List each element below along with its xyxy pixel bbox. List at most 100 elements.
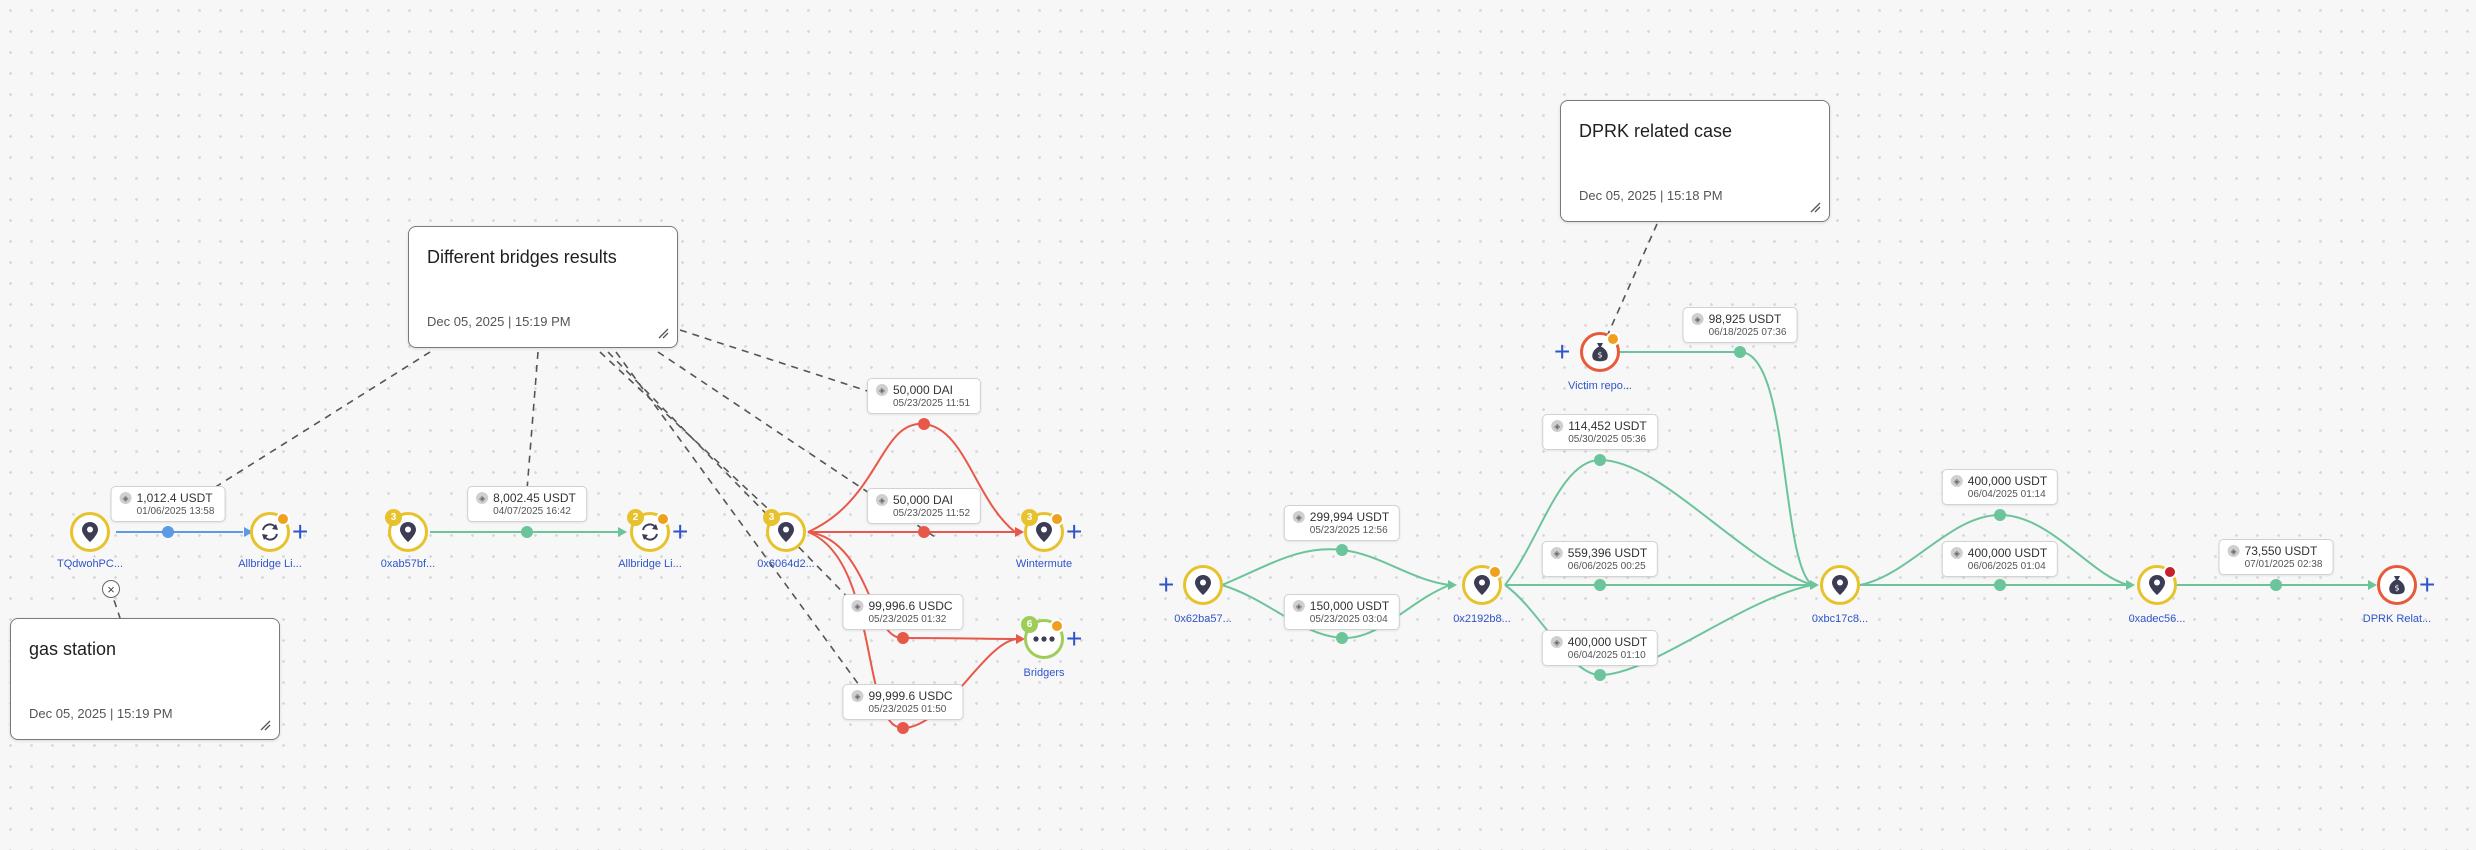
transfer-label[interactable]: ◈400,000 USDT 06/04/2025 01:10 — [1541, 630, 1659, 666]
close-icon[interactable]: × — [102, 580, 120, 598]
node-wintermute[interactable]: 3 — [1021, 509, 1064, 552]
transfer-label[interactable]: ◈8,002.45 USDT 04/07/2025 16:42 — [467, 486, 587, 522]
node-0xbc17c8[interactable] — [1820, 565, 1860, 605]
plus-icon[interactable]: + — [1158, 569, 1175, 600]
count-badge: 3 — [385, 509, 402, 526]
node-0x62ba57[interactable] — [1183, 565, 1223, 605]
transfer-date: 06/18/2025 07:36 — [1708, 327, 1787, 338]
transfer-date: 06/04/2025 01:14 — [1967, 489, 2046, 500]
resize-handle-icon[interactable] — [657, 327, 669, 339]
node-label[interactable]: 0x6064d2... — [757, 558, 815, 570]
node-label[interactable]: 0xadec56... — [2128, 613, 2186, 625]
note-date: Dec 05, 2025 | 15:19 PM — [29, 706, 173, 721]
node-allbridge-2[interactable]: 2 — [627, 509, 670, 552]
connector-bridges-6064b — [607, 351, 871, 621]
edge-dot — [1336, 544, 1348, 556]
node-tqdwoh[interactable] — [70, 512, 110, 552]
map-pin-icon — [778, 522, 794, 542]
node-label[interactable]: 0xbc17c8... — [1811, 613, 1869, 625]
token-coin-icon: ◈ — [1950, 475, 1963, 487]
transfer-amount: 50,000 DAI — [892, 383, 953, 397]
node-label[interactable]: Allbridge Li... — [238, 558, 302, 570]
plus-icon[interactable]: + — [1066, 516, 1083, 547]
node-label[interactable]: TQdwohPC... — [56, 558, 124, 570]
node-label[interactable]: Bridgers — [1023, 667, 1065, 679]
transfer-label[interactable]: ◈1,012.4 USDT 01/06/2025 13:58 — [110, 486, 226, 522]
edge-dot — [918, 418, 930, 430]
node-label[interactable]: Wintermute — [1015, 558, 1073, 570]
transfer-label[interactable]: ◈114,452 USDT 05/30/2025 05:36 — [1542, 414, 1658, 450]
node-label[interactable]: Victim repo... — [1568, 380, 1632, 392]
token-coin-icon: ◈ — [851, 600, 864, 612]
map-pin-icon — [2149, 575, 2165, 595]
node-label[interactable]: Allbridge Li... — [618, 558, 682, 570]
transfer-label[interactable]: ◈150,000 USDT 05/23/2025 03:04 — [1283, 594, 1401, 630]
arrow-head — [618, 527, 627, 537]
arrow-head — [1448, 580, 1457, 590]
edge-dot — [1594, 579, 1606, 591]
note-date: Dec 05, 2025 | 15:19 PM — [427, 314, 571, 329]
resize-handle-icon[interactable] — [259, 719, 271, 731]
node-0xadec56[interactable] — [2137, 565, 2177, 605]
node-label[interactable]: 0x2192b8... — [1453, 613, 1511, 625]
transfer-label[interactable]: ◈ 99,999.6 USDC 05/23/2025 01:50 — [842, 684, 964, 720]
token-coin-icon: ◈ — [1550, 547, 1563, 559]
transfer-label[interactable]: ◈ 400,000 USDT 06/04/2025 01:14 — [1941, 469, 2059, 505]
note-gas-station[interactable]: gas station Dec 05, 2025 | 15:19 PM — [10, 618, 280, 740]
transfer-label[interactable]: ◈299,994 USDT 05/23/2025 12:56 — [1283, 505, 1401, 541]
status-dot — [1050, 619, 1064, 633]
token-coin-icon: ◈ — [2227, 545, 2240, 557]
transfer-amount: 400,000 USDT — [1967, 474, 2048, 488]
transfer-date: 05/23/2025 11:51 — [892, 398, 971, 409]
node-0x2192b8[interactable] — [1462, 565, 1502, 605]
note-bridges[interactable]: Different bridges results Dec 05, 2025 |… — [408, 226, 678, 348]
node-victim-report[interactable]: $ — [1580, 332, 1620, 372]
plus-icon[interactable]: + — [672, 516, 689, 547]
transfer-amount: 114,452 USDT — [1568, 419, 1647, 433]
map-pin-icon — [1474, 575, 1490, 595]
transfer-amount: 299,994 USDT — [1309, 510, 1390, 524]
note-title: gas station — [29, 639, 117, 659]
transfer-label[interactable]: ◈50,000 DAI 05/23/2025 11:51 — [866, 378, 982, 414]
map-pin-icon — [1832, 575, 1848, 595]
node-0x6064d2[interactable]: 3 — [763, 509, 806, 552]
token-coin-icon: ◈ — [1292, 600, 1305, 612]
node-0xab57bf[interactable]: 3 — [385, 509, 428, 552]
transfer-amount: 50,000 DAI — [892, 493, 953, 507]
node-label[interactable]: 0x62ba57... — [1174, 613, 1232, 625]
svg-text:$: $ — [1597, 351, 1602, 360]
bridge-swap-icon — [642, 523, 658, 541]
transfer-label[interactable]: ◈98,925 USDT 06/18/2025 07:36 — [1682, 307, 1798, 343]
edge-dot — [1734, 346, 1746, 358]
transfer-amount: 99,999.6 USDC — [868, 689, 953, 703]
money-bag-icon: $ — [1592, 343, 1608, 362]
transfer-label[interactable]: ◈73,550 USDT 07/01/2025 02:38 — [2218, 539, 2334, 575]
connector-bridges-tqdwoh — [181, 351, 431, 509]
transfer-label[interactable]: ◈50,000 DAI 05/23/2025 11:52 — [866, 488, 982, 524]
transfer-date: 05/23/2025 12:56 — [1309, 525, 1388, 536]
transfer-label[interactable]: ◈99,996.6 USDC 05/23/2025 01:32 — [842, 594, 964, 630]
resize-handle-icon[interactable] — [1809, 201, 1821, 213]
node-allbridge-1[interactable] — [250, 512, 290, 552]
transfer-amount: 8,002.45 USDT — [493, 491, 576, 505]
plus-icon[interactable]: + — [1554, 336, 1571, 367]
plus-icon[interactable]: + — [1066, 623, 1083, 654]
transfer-label[interactable]: ◈400,000 USDT 06/06/2025 01:04 — [1941, 541, 2059, 577]
edge-62ba-2192-a — [1221, 548, 1451, 586]
transfer-label[interactable]: ◈559,396 USDT 06/06/2025 00:25 — [1541, 541, 1659, 577]
arrow-head — [1016, 634, 1025, 644]
transfer-date: 05/23/2025 01:50 — [868, 704, 947, 715]
node-label[interactable]: DPRK Relat... — [2362, 613, 2432, 625]
edge-dot — [1336, 632, 1348, 644]
token-coin-icon: ◈ — [875, 494, 888, 506]
node-bridgers[interactable]: 6 — [1021, 616, 1064, 659]
transfer-amount: 400,000 USDT — [1567, 635, 1648, 649]
node-dprk-related[interactable]: $ — [2377, 565, 2417, 605]
plus-icon[interactable]: + — [292, 516, 309, 547]
plus-icon[interactable]: + — [2419, 569, 2436, 600]
note-dprk[interactable]: DPRK related case Dec 05, 2025 | 15:18 P… — [1560, 100, 1830, 222]
token-coin-icon: ◈ — [851, 690, 864, 702]
transfer-amount: 150,000 USDT — [1309, 599, 1390, 613]
node-label[interactable]: 0xab57bf... — [380, 558, 436, 570]
